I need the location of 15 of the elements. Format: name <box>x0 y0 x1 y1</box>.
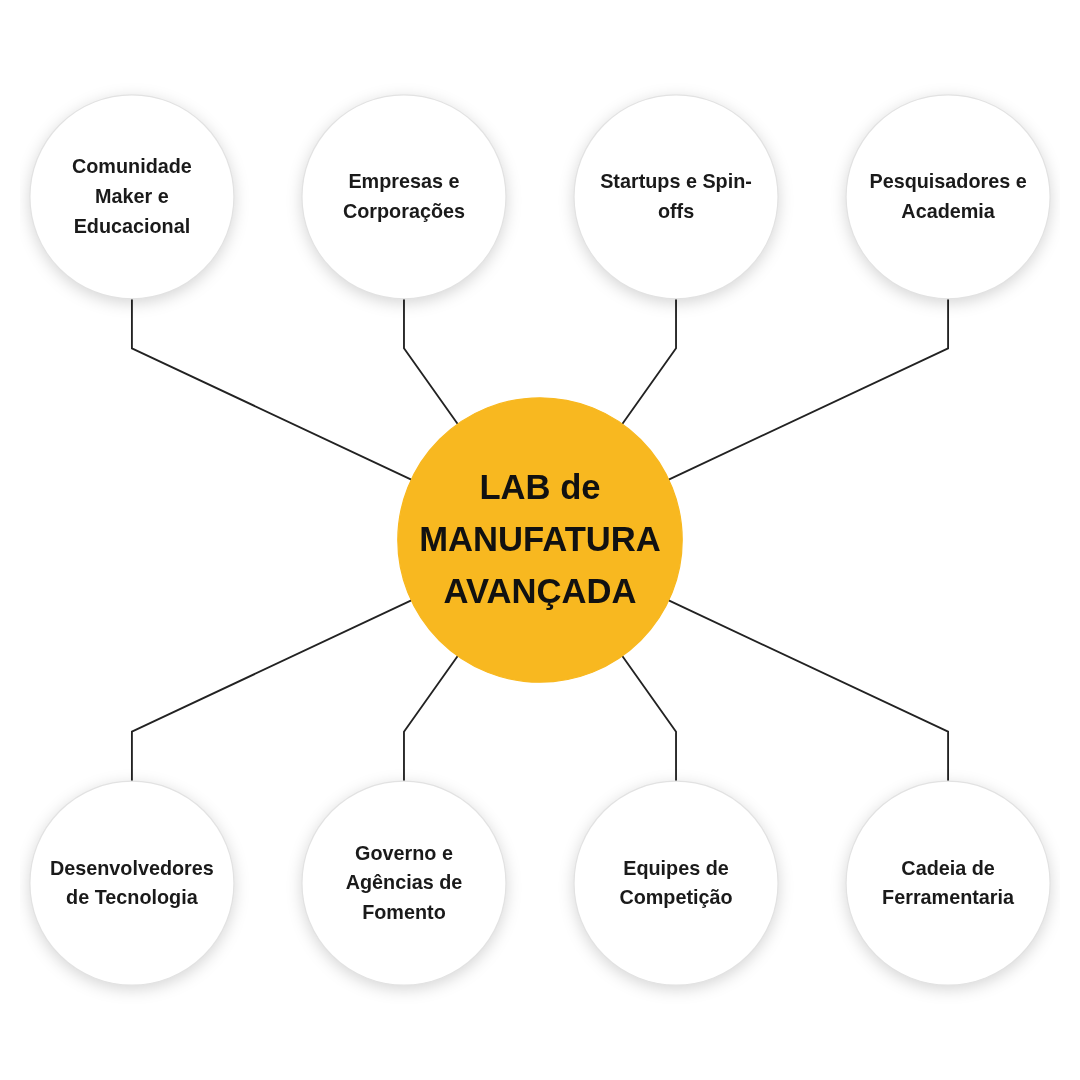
node-circle: Equipes de Competição <box>573 780 779 986</box>
connector <box>667 297 949 481</box>
node-circle: Empresas e Corporações <box>301 94 507 300</box>
connector <box>403 655 459 783</box>
node-circle: Desenvolvedores de Tecnologia <box>29 780 235 986</box>
connector <box>667 599 949 783</box>
connector <box>621 297 677 425</box>
node-circle: Governo e Agências de Fomento <box>301 780 507 986</box>
node-circle: Pesquisadores e Academia <box>845 94 1051 300</box>
connector <box>403 297 459 425</box>
node-circle: Startups e Spin-offs <box>573 94 779 300</box>
node-circle: LAB de MANUFATURA AVANÇADA <box>397 397 683 683</box>
connector <box>621 655 677 783</box>
node-circle: Comunidade Maker e Educacional <box>29 94 235 300</box>
node-circle: Cadeia de Ferramentaria <box>845 780 1051 986</box>
